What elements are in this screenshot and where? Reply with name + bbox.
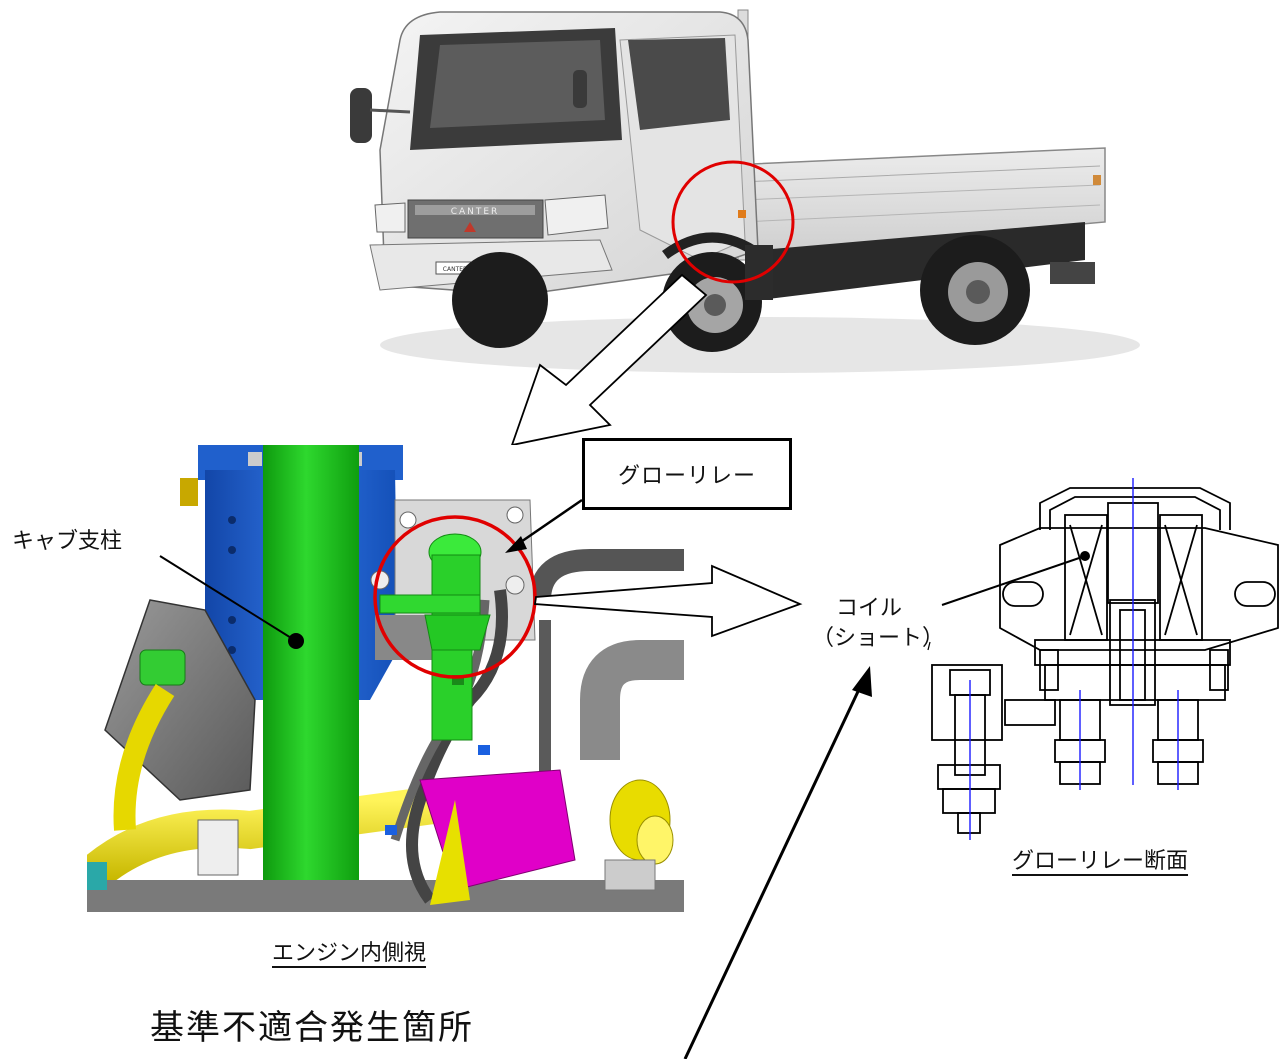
glow-relay-label: グローリレー: [617, 464, 756, 489]
hollow-arrow-right: [533, 564, 803, 638]
truck-highlight-circle: [671, 160, 795, 284]
engine-inner-view-caption: エンジン内側視: [272, 941, 427, 966]
cab-pillar-leader: [159, 555, 297, 642]
nonconformity-leader-arrow: [683, 682, 864, 1059]
nonconformity-location-title: 基準不適合発生箇所: [150, 1008, 474, 1048]
grille-badge: CANTER: [451, 207, 500, 217]
bumper-badge: CANTER: [443, 266, 467, 273]
coil-leader-dot: [1080, 551, 1090, 561]
glow-relay-label-box: グローリレー: [582, 438, 792, 510]
cab-pillar-label: キャブ支柱: [12, 529, 123, 554]
coil-leader-line: [941, 555, 1086, 606]
relay-section-caption: グローリレー断面: [1012, 849, 1189, 874]
coil-label: コイル: [836, 596, 903, 621]
coil-short-label: （ショート）: [812, 626, 945, 651]
relay-highlight-circle: [373, 515, 537, 679]
